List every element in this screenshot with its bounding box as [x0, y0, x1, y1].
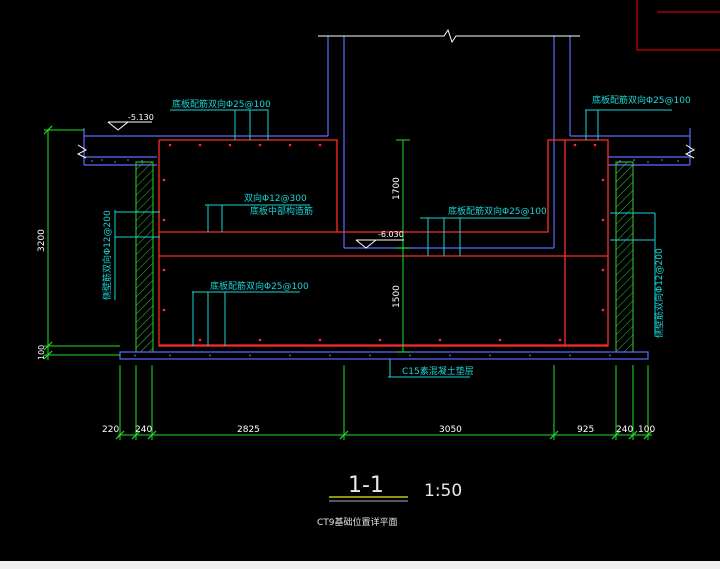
cushion-aggregate	[134, 354, 611, 357]
elevation-marker-pit	[355, 239, 404, 249]
hatched-wall-right	[615, 161, 634, 353]
window-bottom-strip	[0, 561, 720, 569]
dim-base-height: 100	[37, 345, 46, 360]
section-caption: CT9基础位置详平面	[317, 516, 398, 528]
ground-slab-left	[83, 36, 345, 248]
dim-lower-height: 1500	[392, 285, 402, 308]
shaft-top-break	[318, 28, 580, 44]
leader-lines	[114, 109, 672, 378]
dim-upper-height: 1700	[392, 177, 402, 200]
title-frame-corner	[636, 0, 720, 51]
concrete-cushion	[119, 351, 649, 360]
dim-h-2: 2825	[237, 425, 260, 435]
dim-h-4: 925	[577, 425, 594, 435]
pit-rebar-outline	[158, 139, 609, 347]
elevation-pit-text: -6.030	[378, 230, 404, 239]
slab-aggregate-left	[91, 159, 143, 163]
label-top-right-rebar: 底板配筋双向Φ25@100	[592, 94, 691, 106]
dim-h-6: 100	[638, 425, 655, 435]
dim-h-0: 220	[102, 425, 119, 435]
label-mid-support: 底板中部构造筋	[250, 205, 313, 217]
elevation-top-text: -5.130	[128, 113, 154, 122]
dim-overall-height: 3200	[37, 229, 47, 252]
label-top-left-rebar: 底板配筋双向Φ25@100	[172, 98, 271, 110]
label-cushion: C15素混凝土垫层	[402, 365, 474, 377]
dimension-lines	[44, 129, 652, 440]
label-side-left-rebar: 侧壁筋双向Φ12@200	[101, 210, 113, 300]
section-title: 1-1	[348, 473, 384, 498]
dim-h-5: 240	[616, 425, 633, 435]
label-mid-two-way: 双向Φ12@300	[244, 192, 307, 204]
dim-h-1: 240	[135, 425, 152, 435]
dim-h-3: 3050	[439, 425, 462, 435]
label-mid-right-rebar: 底板配筋双向Φ25@100	[448, 205, 547, 217]
label-side-right-rebar: 侧壁筋双向Φ12@200	[653, 248, 665, 338]
label-bottom-rebar: 底板配筋双向Φ25@100	[210, 280, 309, 292]
break-marks	[76, 144, 696, 159]
dimension-ticks	[43, 125, 653, 440]
elevation-marker-top	[107, 121, 152, 131]
hatched-wall-left	[135, 161, 154, 353]
rebar-dots	[162, 143, 605, 342]
slab-aggregate-right	[619, 159, 679, 163]
section-scale: 1:50	[424, 481, 462, 501]
